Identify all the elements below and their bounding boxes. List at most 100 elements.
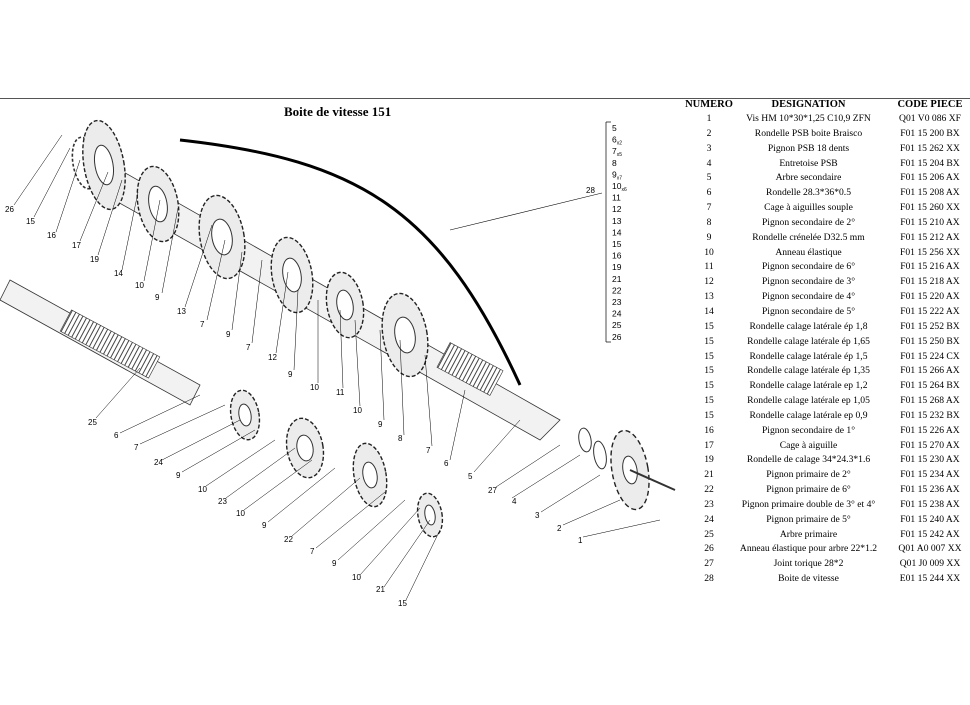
row-code-piece: E01 15 244 XX <box>899 573 961 585</box>
callout-27: 27 <box>488 486 497 495</box>
row-numero: 15 <box>704 380 714 392</box>
callout-15: 15 <box>398 599 407 608</box>
row-numero: 2 <box>706 127 712 139</box>
callout-21: 21 <box>376 585 385 594</box>
row-numero: 15 <box>704 409 714 421</box>
callout-4: 4 <box>512 497 517 506</box>
gearbox-housing-curve <box>179 138 522 386</box>
row-code-piece: F01 15 208 AX <box>900 187 960 199</box>
callout-28: 28 <box>586 186 595 195</box>
row-designation: Rondelle calage latérale ép 1,8 <box>749 320 868 332</box>
row-designation: Rondelle calage latérale ép 1,5 <box>749 350 868 362</box>
row-code-piece: Q01 J0 009 XX <box>899 558 961 570</box>
row-numero: 15 <box>704 365 714 377</box>
shaft-splines <box>436 342 504 396</box>
row-numero: 8 <box>706 216 712 228</box>
callout-7: 7 <box>134 443 139 452</box>
row-code-piece: F01 15 234 AX <box>900 469 960 481</box>
row-designation: Pignon secondaire de 5° <box>761 305 856 317</box>
row-designation: Pignon primaire de 6° <box>766 484 851 496</box>
gear <box>229 389 261 441</box>
row-code-piece: F01 15 224 CX <box>900 350 960 362</box>
parts-table-header: NUMERO DESIGNATION CODE PIECE <box>681 98 970 112</box>
row-designation: Rondelle calage latérale ép 1,65 <box>747 335 870 347</box>
row-designation: Pignon secondaire de 3° <box>761 276 856 288</box>
legend-item: 25 <box>612 320 622 330</box>
callout-8: 8 <box>398 434 403 443</box>
row-designation: Boite de vitesse <box>778 573 839 585</box>
row-designation: Anneau élastique <box>775 246 842 258</box>
callout-14: 14 <box>114 269 123 278</box>
header-code-piece: CODE PIECE <box>897 99 963 110</box>
callout-7: 7 <box>246 343 251 352</box>
row-code-piece: F01 15 264 BX <box>900 380 960 392</box>
callout-12: 12 <box>268 353 277 362</box>
row-numero: 27 <box>704 558 714 570</box>
legend-item: 23 <box>612 297 622 307</box>
row-numero: 4 <box>706 157 712 169</box>
legend-item: 8 <box>612 158 617 168</box>
callout-10: 10 <box>135 281 144 290</box>
callout-24: 24 <box>154 458 163 467</box>
callout-26: 26 <box>5 205 14 214</box>
gear <box>325 271 365 339</box>
row-code-piece: Q01 V0 086 XF <box>899 113 961 124</box>
row-code-piece: F01 15 216 AX <box>900 261 960 273</box>
row-designation: Pignon secondaire de 2° <box>761 216 856 228</box>
row-code-piece: F01 15 266 AX <box>900 365 960 377</box>
legend-item: 15 <box>612 239 622 249</box>
row-designation: Pignon secondaire de 6° <box>761 261 856 273</box>
callout-5: 5 <box>468 472 473 481</box>
legend-item: 10x6 <box>612 181 627 193</box>
row-code-piece: F01 15 238 AX <box>900 498 960 510</box>
gear <box>381 292 429 378</box>
legend-item: 13 <box>612 216 622 226</box>
callout-25: 25 <box>88 418 97 427</box>
row-designation: Pignon secondaire de 4° <box>761 291 856 303</box>
table-row: 28 Boite de vitesse E01 15 244 XX <box>681 572 970 587</box>
legend-item: 14 <box>612 227 622 237</box>
row-code-piece: F01 15 222 AX <box>900 305 960 317</box>
row-code-piece: F01 15 220 AX <box>900 291 960 303</box>
row-designation: Arbre secondaire <box>775 172 842 184</box>
primary-shaft-assembly <box>0 279 444 538</box>
primary-splines <box>59 309 161 379</box>
row-designation: Pignon secondaire de 1° <box>761 424 856 436</box>
legend-list: 56x27x589x710x61112131415161921222324252… <box>612 123 627 342</box>
legend-item: 6x2 <box>612 135 622 147</box>
legend-item: 9x7 <box>612 169 622 181</box>
row-code-piece: F01 15 270 AX <box>900 439 960 451</box>
callout-9: 9 <box>155 293 160 302</box>
row-designation: Entretoise PSB <box>779 157 838 169</box>
gear <box>198 194 246 280</box>
legend-item: 22 <box>612 285 622 295</box>
row-designation: Pignon primaire double de 3° et 4° <box>741 498 876 510</box>
legend-item: 21 <box>612 274 622 284</box>
row-code-piece: F01 15 250 BX <box>900 335 960 347</box>
row-numero: 25 <box>704 528 714 540</box>
callout-11: 11 <box>336 388 345 397</box>
row-designation: Pignon PSB 18 dents <box>767 142 850 154</box>
row-numero: 28 <box>704 573 714 585</box>
gear <box>270 236 314 314</box>
row-numero: 14 <box>704 305 714 317</box>
callout-7: 7 <box>310 547 315 556</box>
